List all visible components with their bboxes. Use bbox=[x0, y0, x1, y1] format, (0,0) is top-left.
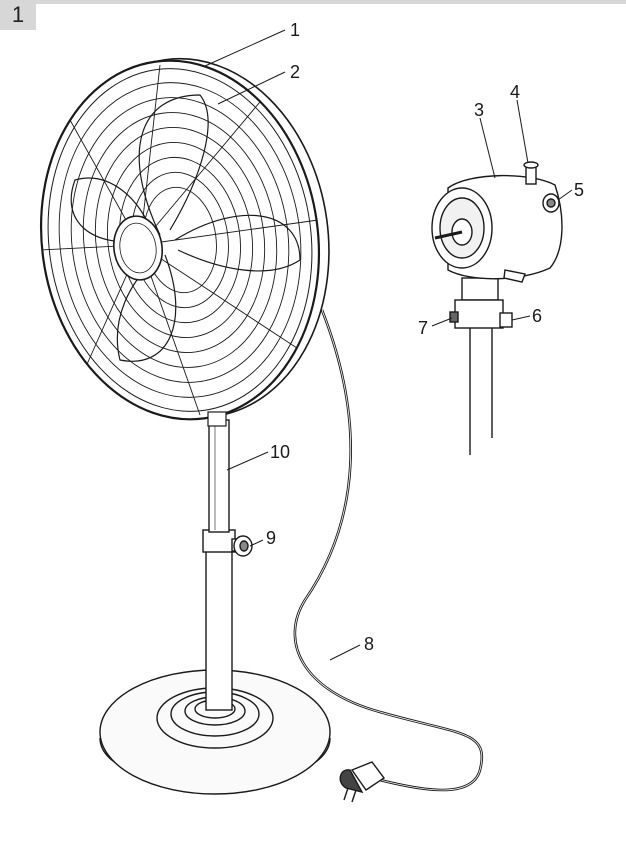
locking-screw bbox=[449, 311, 459, 323]
callouts: 1 2 3 4 5 6 7 8 9 10 bbox=[266, 20, 584, 654]
callout-7: 7 bbox=[418, 318, 428, 338]
fan-guard bbox=[39, 57, 330, 427]
callout-1: 1 bbox=[290, 20, 300, 40]
header-rule bbox=[36, 0, 626, 4]
motor-detail bbox=[431, 161, 563, 455]
callout-10: 10 bbox=[270, 442, 290, 462]
telescopic-pole bbox=[202, 419, 236, 711]
figure-number: 1 bbox=[0, 0, 36, 30]
callout-8: 8 bbox=[364, 634, 374, 654]
callout-6: 6 bbox=[532, 306, 542, 326]
height-knob bbox=[231, 535, 253, 557]
callout-9: 9 bbox=[266, 528, 276, 548]
callout-2: 2 bbox=[290, 62, 300, 82]
callout-5: 5 bbox=[574, 180, 584, 200]
fan-base bbox=[99, 669, 331, 795]
callout-4: 4 bbox=[510, 82, 520, 102]
leader-lines bbox=[204, 29, 573, 661]
tilt-knob bbox=[499, 312, 513, 328]
fan-blades bbox=[70, 94, 301, 362]
center-badge bbox=[113, 215, 163, 281]
callout-3: 3 bbox=[474, 100, 484, 120]
power-plug bbox=[339, 761, 386, 803]
